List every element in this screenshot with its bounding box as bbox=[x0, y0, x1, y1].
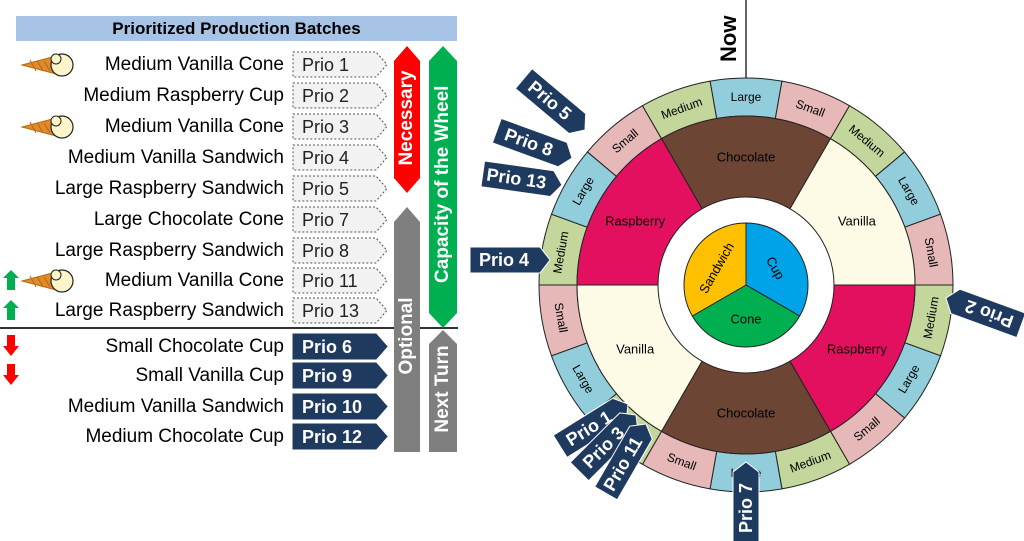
prio-callout: Prio 13 bbox=[480, 160, 563, 198]
prio-label: Prio 6 bbox=[302, 337, 353, 357]
prio-callout: Prio 7 bbox=[732, 461, 760, 541]
prio-label: Prio 8 bbox=[302, 241, 350, 261]
prio-tag bbox=[292, 237, 388, 264]
prio-tag bbox=[292, 206, 388, 233]
middle-label: Raspberry bbox=[605, 214, 665, 229]
middle-segment-vanilla bbox=[576, 284, 703, 433]
middle-segment-vanilla bbox=[789, 137, 916, 286]
batch-label: Large Raspberry Sandwich bbox=[54, 300, 284, 321]
batch-label: Medium Vanilla Cone bbox=[104, 116, 284, 137]
list-item: Medium Vanilla Sandwich Prio 10 bbox=[0, 392, 390, 422]
list-item: Small Vanilla Cup Prio 9 bbox=[0, 361, 390, 391]
outer-label: Small bbox=[551, 302, 570, 334]
arrow-up-icon bbox=[3, 300, 19, 320]
list-item: Small Chocolate Cup Prio 6 bbox=[0, 332, 390, 362]
prio-label: Prio 4 bbox=[302, 148, 350, 168]
batch-label: Small Chocolate Cup bbox=[105, 336, 284, 357]
middle-segment-chocolate bbox=[660, 115, 832, 210]
list-item: Large Chocolate Cone Prio 7 bbox=[0, 205, 390, 235]
batch-label: Small Vanilla Cup bbox=[135, 365, 284, 386]
list-item: Medium Vanilla Cone Prio 11 bbox=[0, 266, 390, 296]
necessary-bar bbox=[394, 46, 420, 193]
prio-label: Prio 12 bbox=[302, 427, 363, 447]
prio-tag bbox=[292, 175, 388, 202]
middle-label: Chocolate bbox=[717, 150, 776, 165]
prio-label: Prio 1 bbox=[302, 55, 350, 75]
prio-tag bbox=[292, 393, 388, 420]
optional-bar bbox=[394, 207, 420, 452]
ice-cream-cone-icon bbox=[20, 115, 74, 139]
batch-label: Medium Raspberry Cup bbox=[83, 85, 284, 106]
prio-label: Prio 9 bbox=[302, 366, 353, 386]
ice-cream-cone-icon bbox=[20, 53, 74, 77]
prio-label: Prio 2 bbox=[302, 86, 350, 106]
prio-tag bbox=[292, 144, 388, 171]
list-item: Medium Vanilla Cone Prio 1 bbox=[0, 50, 390, 80]
callout-label: Prio 4 bbox=[479, 250, 529, 270]
prio-label: Prio 5 bbox=[302, 179, 350, 199]
inner-segment-sandwich bbox=[683, 222, 747, 317]
batch-label: Medium Vanilla Cone bbox=[104, 270, 284, 291]
prio-tag bbox=[292, 267, 388, 294]
callout-label: Prio 7 bbox=[736, 483, 756, 533]
prio-tag bbox=[292, 51, 388, 78]
prio-tag bbox=[292, 333, 388, 360]
list-item: Medium Chocolate Cup Prio 12 bbox=[0, 422, 390, 452]
list-item: Medium Vanilla Sandwich Prio 4 bbox=[0, 143, 390, 173]
batch-label: Large Chocolate Cone bbox=[93, 209, 284, 230]
arrow-down-icon bbox=[3, 335, 19, 356]
batch-label: Large Raspberry Sandwich bbox=[54, 240, 284, 261]
prio-label: Prio 11 bbox=[302, 271, 358, 291]
batch-label: Large Raspberry Sandwich bbox=[54, 178, 284, 199]
middle-segment-raspberry bbox=[789, 284, 916, 433]
inner-label: Cone bbox=[730, 312, 761, 327]
middle-label: Vanilla bbox=[616, 342, 655, 357]
middle-label: Vanilla bbox=[838, 214, 877, 229]
inner-segment-cup bbox=[745, 222, 809, 317]
now-label: Now bbox=[716, 15, 741, 62]
capacity-bar bbox=[429, 46, 457, 328]
bars-svg bbox=[394, 46, 457, 452]
middle-segment-raspberry bbox=[576, 137, 703, 286]
prio-tag bbox=[292, 362, 388, 389]
turn-divider bbox=[0, 327, 458, 329]
next-turn-bar bbox=[429, 330, 457, 452]
prio-tag bbox=[292, 82, 388, 109]
prio-label: Prio 7 bbox=[302, 210, 350, 230]
list-item: Large Raspberry Sandwich Prio 13 bbox=[0, 296, 390, 326]
list-item: Medium Raspberry Cup Prio 2 bbox=[0, 81, 390, 111]
outer-label: Large bbox=[731, 90, 762, 104]
batch-label: Medium Vanilla Sandwich bbox=[67, 396, 284, 417]
batch-label: Medium Chocolate Cup bbox=[85, 426, 284, 447]
batch-label: Medium Vanilla Cone bbox=[104, 54, 284, 75]
prio-label: Prio 10 bbox=[302, 397, 363, 417]
middle-segment-chocolate bbox=[660, 360, 832, 455]
list-item: Medium Vanilla Cone Prio 3 bbox=[0, 112, 390, 142]
prio-tag bbox=[292, 297, 388, 324]
prio-callout: Prio 2 bbox=[945, 288, 1024, 339]
middle-label: Chocolate bbox=[717, 406, 776, 421]
middle-label: Raspberry bbox=[827, 342, 887, 357]
list-item: Large Raspberry Sandwich Prio 8 bbox=[0, 236, 390, 266]
list-item: Large Raspberry Sandwich Prio 5 bbox=[0, 174, 390, 204]
prio-label: Prio 13 bbox=[302, 301, 360, 321]
prio-tag bbox=[292, 113, 388, 140]
arrow-down-icon bbox=[3, 364, 19, 385]
list-header: Prioritized Production Batches bbox=[16, 16, 457, 41]
ice-cream-cone-icon bbox=[3, 269, 74, 293]
batch-label: Medium Vanilla Sandwich bbox=[67, 147, 284, 168]
prio-label: Prio 3 bbox=[302, 117, 350, 137]
prio-tag bbox=[292, 423, 388, 450]
prio-callout: Prio 4 bbox=[469, 246, 551, 274]
outer-label: Small bbox=[922, 236, 941, 268]
